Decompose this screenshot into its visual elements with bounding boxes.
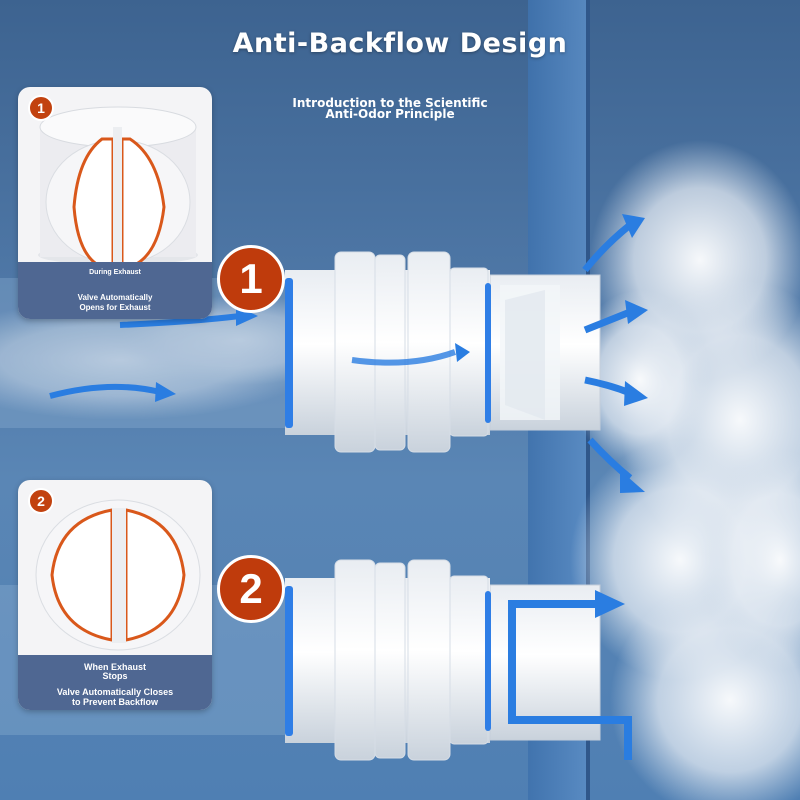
step-2-state-line-2: Stops <box>102 671 128 681</box>
valve-1-open <box>49 214 648 493</box>
step-1-caption-line-2: Opens for Exhaust <box>79 303 151 312</box>
step-1-panel: During Exhaust Valve Automatically Opens… <box>18 262 212 319</box>
step-1-state: During Exhaust <box>89 269 141 276</box>
subtitle-line-2: Anti-Odor Principle <box>325 107 455 121</box>
page-title: Anti-Backflow Design <box>232 28 568 59</box>
step-2-marker: 2 <box>217 555 285 623</box>
step-2-caption-line-2: to Prevent Backflow <box>71 697 159 707</box>
step-1-marker: 1 <box>217 245 285 313</box>
valve-closed-closeup <box>35 499 201 651</box>
step-1-badge: 1 <box>28 95 54 121</box>
step-1-card: 1 During Exhaust Valve Automatically Ope… <box>18 87 212 319</box>
subtitle: Introduction to the Scientific Anti-Odor… <box>270 96 510 121</box>
step-2-badge: 2 <box>28 488 54 514</box>
valve-2-closed <box>285 559 632 761</box>
step-2-panel: When Exhaust Stops Valve Automatically C… <box>18 655 212 710</box>
step-2-card: 2 When Exhaust Stops Valve Automatically… <box>18 480 212 710</box>
smoke-cloud <box>570 140 800 800</box>
subtitle-line-1: Introduction to the Scientific <box>292 96 488 110</box>
valve-open-closeup <box>38 106 198 262</box>
step-1-caption-line-1: Valve Automatically <box>77 293 153 302</box>
step-2-caption-line-1: Valve Automatically Closes <box>56 687 174 697</box>
step-2-state-line-1: When Exhaust <box>83 662 146 672</box>
